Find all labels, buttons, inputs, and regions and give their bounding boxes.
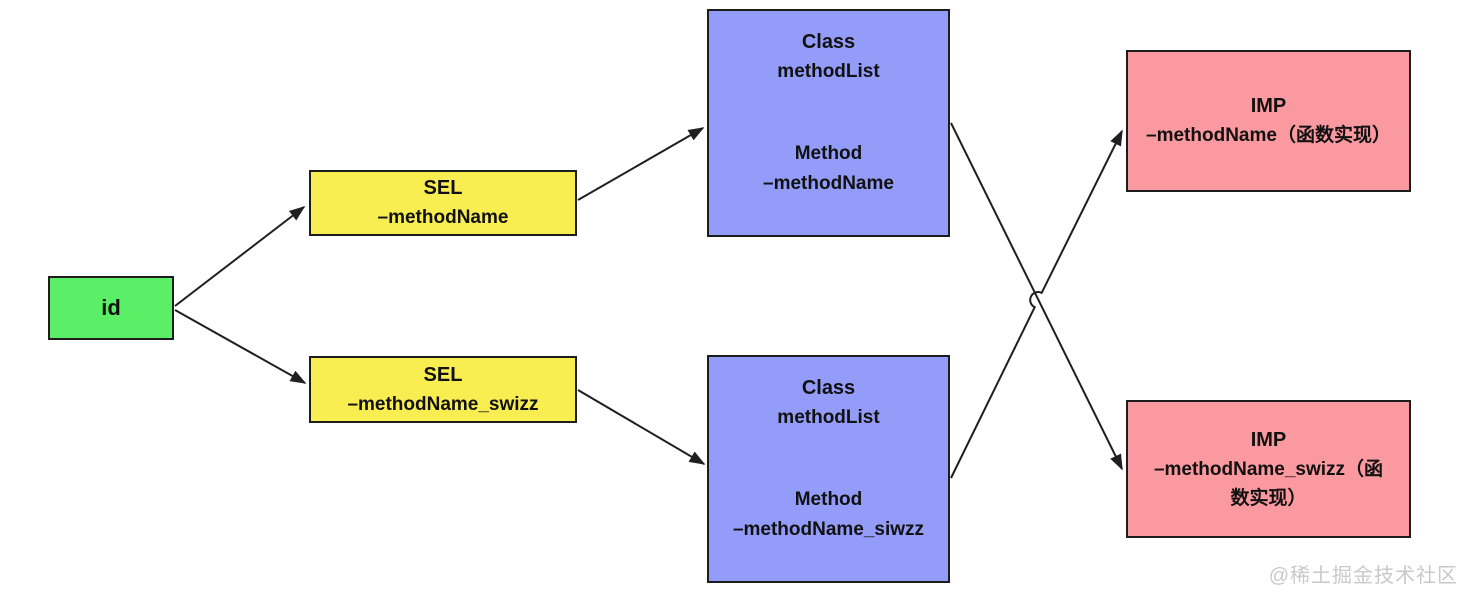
sel-methodname-swizz-node: SEL –methodName_swizz bbox=[309, 356, 577, 423]
imp-top-title: IMP bbox=[1250, 95, 1287, 117]
class-bottom-method-label: Method bbox=[794, 489, 863, 510]
imp-bottom-method: –methodName_swizz（函数实现） bbox=[1153, 458, 1384, 509]
imp-methodname-node: IMP –methodName（函数实现） bbox=[1126, 50, 1411, 192]
arrow-sel-bottom-to-class-bottom bbox=[577, 389, 706, 465]
arrow-class-top-to-imp-bottom bbox=[950, 122, 1123, 471]
juejin-watermark: @稀土掘金技术社区 bbox=[1268, 565, 1458, 587]
id-node: id bbox=[48, 276, 174, 340]
class-methodlist-top-node: Class methodList Method –methodName bbox=[707, 9, 950, 237]
class-bottom-methodlist: methodList bbox=[777, 407, 880, 428]
sel-top-method: –methodName bbox=[377, 207, 509, 228]
class-methodlist-bottom-node: Class methodList Method –methodName_siwz… bbox=[707, 355, 950, 583]
imp-bottom-title: IMP bbox=[1250, 428, 1287, 451]
class-top-methodlist: methodList bbox=[777, 61, 880, 82]
sel-methodname-node: SEL –methodName bbox=[309, 170, 577, 236]
arrow-id-to-sel-top bbox=[174, 206, 306, 307]
id-node-label: id bbox=[101, 295, 121, 320]
sel-top-title: SEL bbox=[423, 177, 463, 199]
imp-methodname-swizz-node: IMP –methodName_swizz（函数实现） bbox=[1126, 400, 1411, 538]
imp-top-method: –methodName（函数实现） bbox=[1146, 125, 1391, 146]
class-top-title: Class bbox=[801, 31, 856, 53]
sel-bottom-method: –methodName_swizz bbox=[347, 393, 539, 415]
class-bottom-title: Class bbox=[801, 377, 856, 399]
arrow-id-to-sel-bottom bbox=[174, 309, 307, 384]
class-bottom-method-name: –methodName_siwzz bbox=[732, 519, 925, 540]
class-top-method-label: Method bbox=[794, 143, 863, 164]
arrow-sel-top-to-class-top bbox=[577, 127, 705, 201]
arrow-class-bottom-to-imp-top bbox=[950, 129, 1123, 479]
class-top-method-name: –methodName bbox=[763, 173, 894, 194]
sel-bottom-title: SEL bbox=[423, 363, 463, 386]
